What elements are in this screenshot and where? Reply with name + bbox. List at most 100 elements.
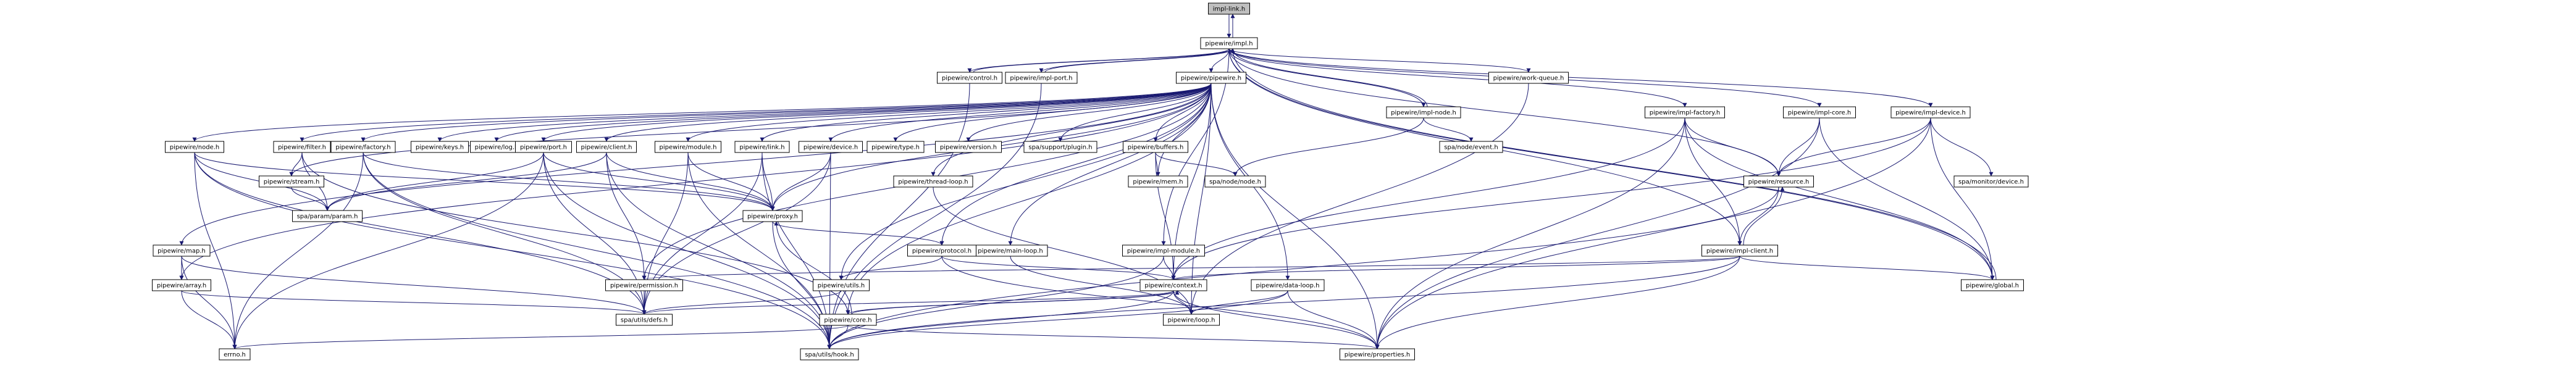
node-box [907,244,976,257]
node-box [1953,175,2029,188]
graph-edge-factory-to-proxy [363,152,775,211]
graph-edge-impl-factory-to-impl-client [1684,117,1742,246]
graph-edge-impl-client-to-hook [827,256,1740,349]
graph-node-core[interactable]: pipewire/core.h [819,314,877,326]
graph-node-resource[interactable]: pipewire/resource.h [1743,175,1814,188]
graph-edge-factory-to-hook [363,152,832,349]
graph-edge-filter-to-stream [289,152,303,177]
node-label: errno.h [224,352,246,359]
graph-edge-pipewire-to-client [604,83,1212,142]
graph-node-work-queue[interactable]: pipewire/work-queue.h [1488,72,1569,84]
graph-node-control[interactable]: pipewire/control.h [937,72,1002,84]
node-label: pipewire/loop.h [1168,317,1215,324]
graph-node-impl-client[interactable]: pipewire/impl-client.h [1701,244,1778,257]
graph-node-keys[interactable]: pipewire/keys.h [411,141,469,153]
graph-node-client[interactable]: pipewire/client.h [576,141,637,153]
graph-edge-pipewire-to-loop [1189,83,1212,315]
node-box [1439,141,1503,153]
graph-node-impl-factory[interactable]: pipewire/impl-factory.h [1645,106,1725,119]
node-box [1123,141,1188,153]
graph-node-impl-core[interactable]: pipewire/impl-core.h [1783,106,1856,119]
graph-edge-pipewire-to-filter [300,83,1212,142]
node-box [1488,72,1569,84]
graph-node-context[interactable]: pipewire/context.h [1139,279,1207,291]
graph-node-pipewire[interactable]: pipewire/pipewire.h [1176,72,1246,84]
graph-edge-impl-device-to-monitor-device [1930,117,1994,177]
graph-edge-pipewire-to-version [966,83,1212,142]
graph-edge-impl-factory-to-resource [1684,117,1781,177]
graph-edge-impl-core-to-resource [1776,117,1820,177]
graph-edge-protocol-to-utils [839,256,942,280]
graph-edge-impl-device-to-resource [1776,117,1931,177]
graph-edge-context-to-hook [827,290,1174,349]
edges-layer [179,14,1997,349]
graph-node-permission[interactable]: pipewire/permission.h [605,279,683,291]
graph-node-properties[interactable]: pipewire/properties.h [1340,348,1415,361]
node-label: pipewire/impl-core.h [1788,110,1851,117]
graph-edge-port-to-hook [543,152,832,349]
graph-edge-pipewire-to-buffers [1153,83,1212,142]
graph-node-global[interactable]: pipewire/global.h [1961,279,2024,291]
node-box [742,210,803,222]
graph-edge-impl-client-to-context [1171,256,1740,280]
graph-edge-impl-port-to-impl [1044,48,1235,73]
graph-edge-work-queue-to-loop [1189,83,1529,315]
node-box [411,141,469,153]
graph-edge-node-to-errno [194,152,237,349]
node-label: spa/support/plugin.h [1028,144,1092,151]
nodes-layer: impl-link.h pipewire/impl.h pipewire/contr… [152,2,2029,361]
node-label: pipewire/buffers.h [1128,144,1184,151]
graph-node-module[interactable]: pipewire/module.h [655,141,721,153]
node-box [153,244,211,257]
node-box [1645,106,1725,119]
graph-node-proxy[interactable]: pipewire/proxy.h [742,210,803,222]
graph-edge-resource-to-hook [827,186,1779,349]
graph-node-mem[interactable]: pipewire/mem.h [1128,175,1188,188]
node-box [1386,106,1461,119]
graph-edge-module-to-proxy [687,152,775,211]
graph-node-port[interactable]: pipewire/port.h [515,141,572,153]
graph-edge-protocol-to-properties [941,256,1380,349]
graph-edge-impl-factory-to-properties [1375,117,1685,349]
graph-node-node[interactable]: pipewire/node.h [165,141,224,153]
node-label: pipewire/impl-module.h [1127,248,1200,255]
graph-edge-impl-node-to-spa-node [1233,117,1424,177]
graph-node-data-loop[interactable]: pipewire/data-loop.h [1251,279,1325,291]
graph-node-utils[interactable]: pipewire/utils.h [813,279,870,291]
graph-edge-utils-to-defs [642,290,842,315]
graph-node-impl-module[interactable]: pipewire/impl-module.h [1122,244,1205,257]
graph-node-link[interactable]: pipewire/link.h [734,141,790,153]
node-label: pipewire/pipewire.h [1181,75,1241,82]
graph-node-type[interactable]: pipewire/type.h [866,141,925,153]
graph-node-impl-port[interactable]: pipewire/impl-port.h [1005,72,1078,84]
graph-node-array[interactable]: pipewire/array.h [152,279,211,291]
graph-node-log[interactable]: pipewire/log.h [470,141,523,153]
graph-node-factory[interactable]: pipewire/factory.h [330,141,396,153]
graph-node-filter[interactable]: pipewire/filter.h [273,141,331,153]
graph-edge-impl-to-impl-node [1228,48,1426,107]
node-label: impl-link.h [1213,6,1245,13]
graph-node-impl-node[interactable]: pipewire/impl-node.h [1386,106,1461,119]
graph-node-loop[interactable]: pipewire/loop.h [1163,314,1220,326]
node-box [800,348,859,361]
graph-node-map[interactable]: pipewire/map.h [153,244,211,257]
graph-node-impl-device[interactable]: pipewire/impl-device.h [1890,106,1971,119]
graph-node-impl-link[interactable]: impl-link.h [1208,2,1250,15]
node-label: pipewire/global.h [1966,283,2019,290]
graph-node-main-loop[interactable]: pipewire/main-loop.h [973,244,1048,257]
graph-node-impl[interactable]: pipewire/impl.h [1200,37,1258,49]
graph-edge-core-to-context [851,290,1180,315]
graph-edge-global-to-impl [1230,48,1997,280]
node-label: pipewire/control.h [942,75,997,82]
graph-node-version[interactable]: pipewire/version.h [935,141,1002,153]
graph-node-protocol[interactable]: pipewire/protocol.h [907,244,976,257]
graph-node-stream[interactable]: pipewire/stream.h [259,175,324,188]
node-box [259,175,324,188]
graph-node-buffers[interactable]: pipewire/buffers.h [1123,141,1188,153]
graph-node-device[interactable]: pipewire/device.h [799,141,863,153]
node-box [1005,72,1078,84]
node-label: pipewire/device.h [803,144,858,151]
node-label: pipewire/impl-node.h [1391,110,1456,117]
graph-edge-data-loop-to-properties [1287,290,1380,349]
graph-node-thread-loop[interactable]: pipewire/thread-loop.h [893,175,973,188]
